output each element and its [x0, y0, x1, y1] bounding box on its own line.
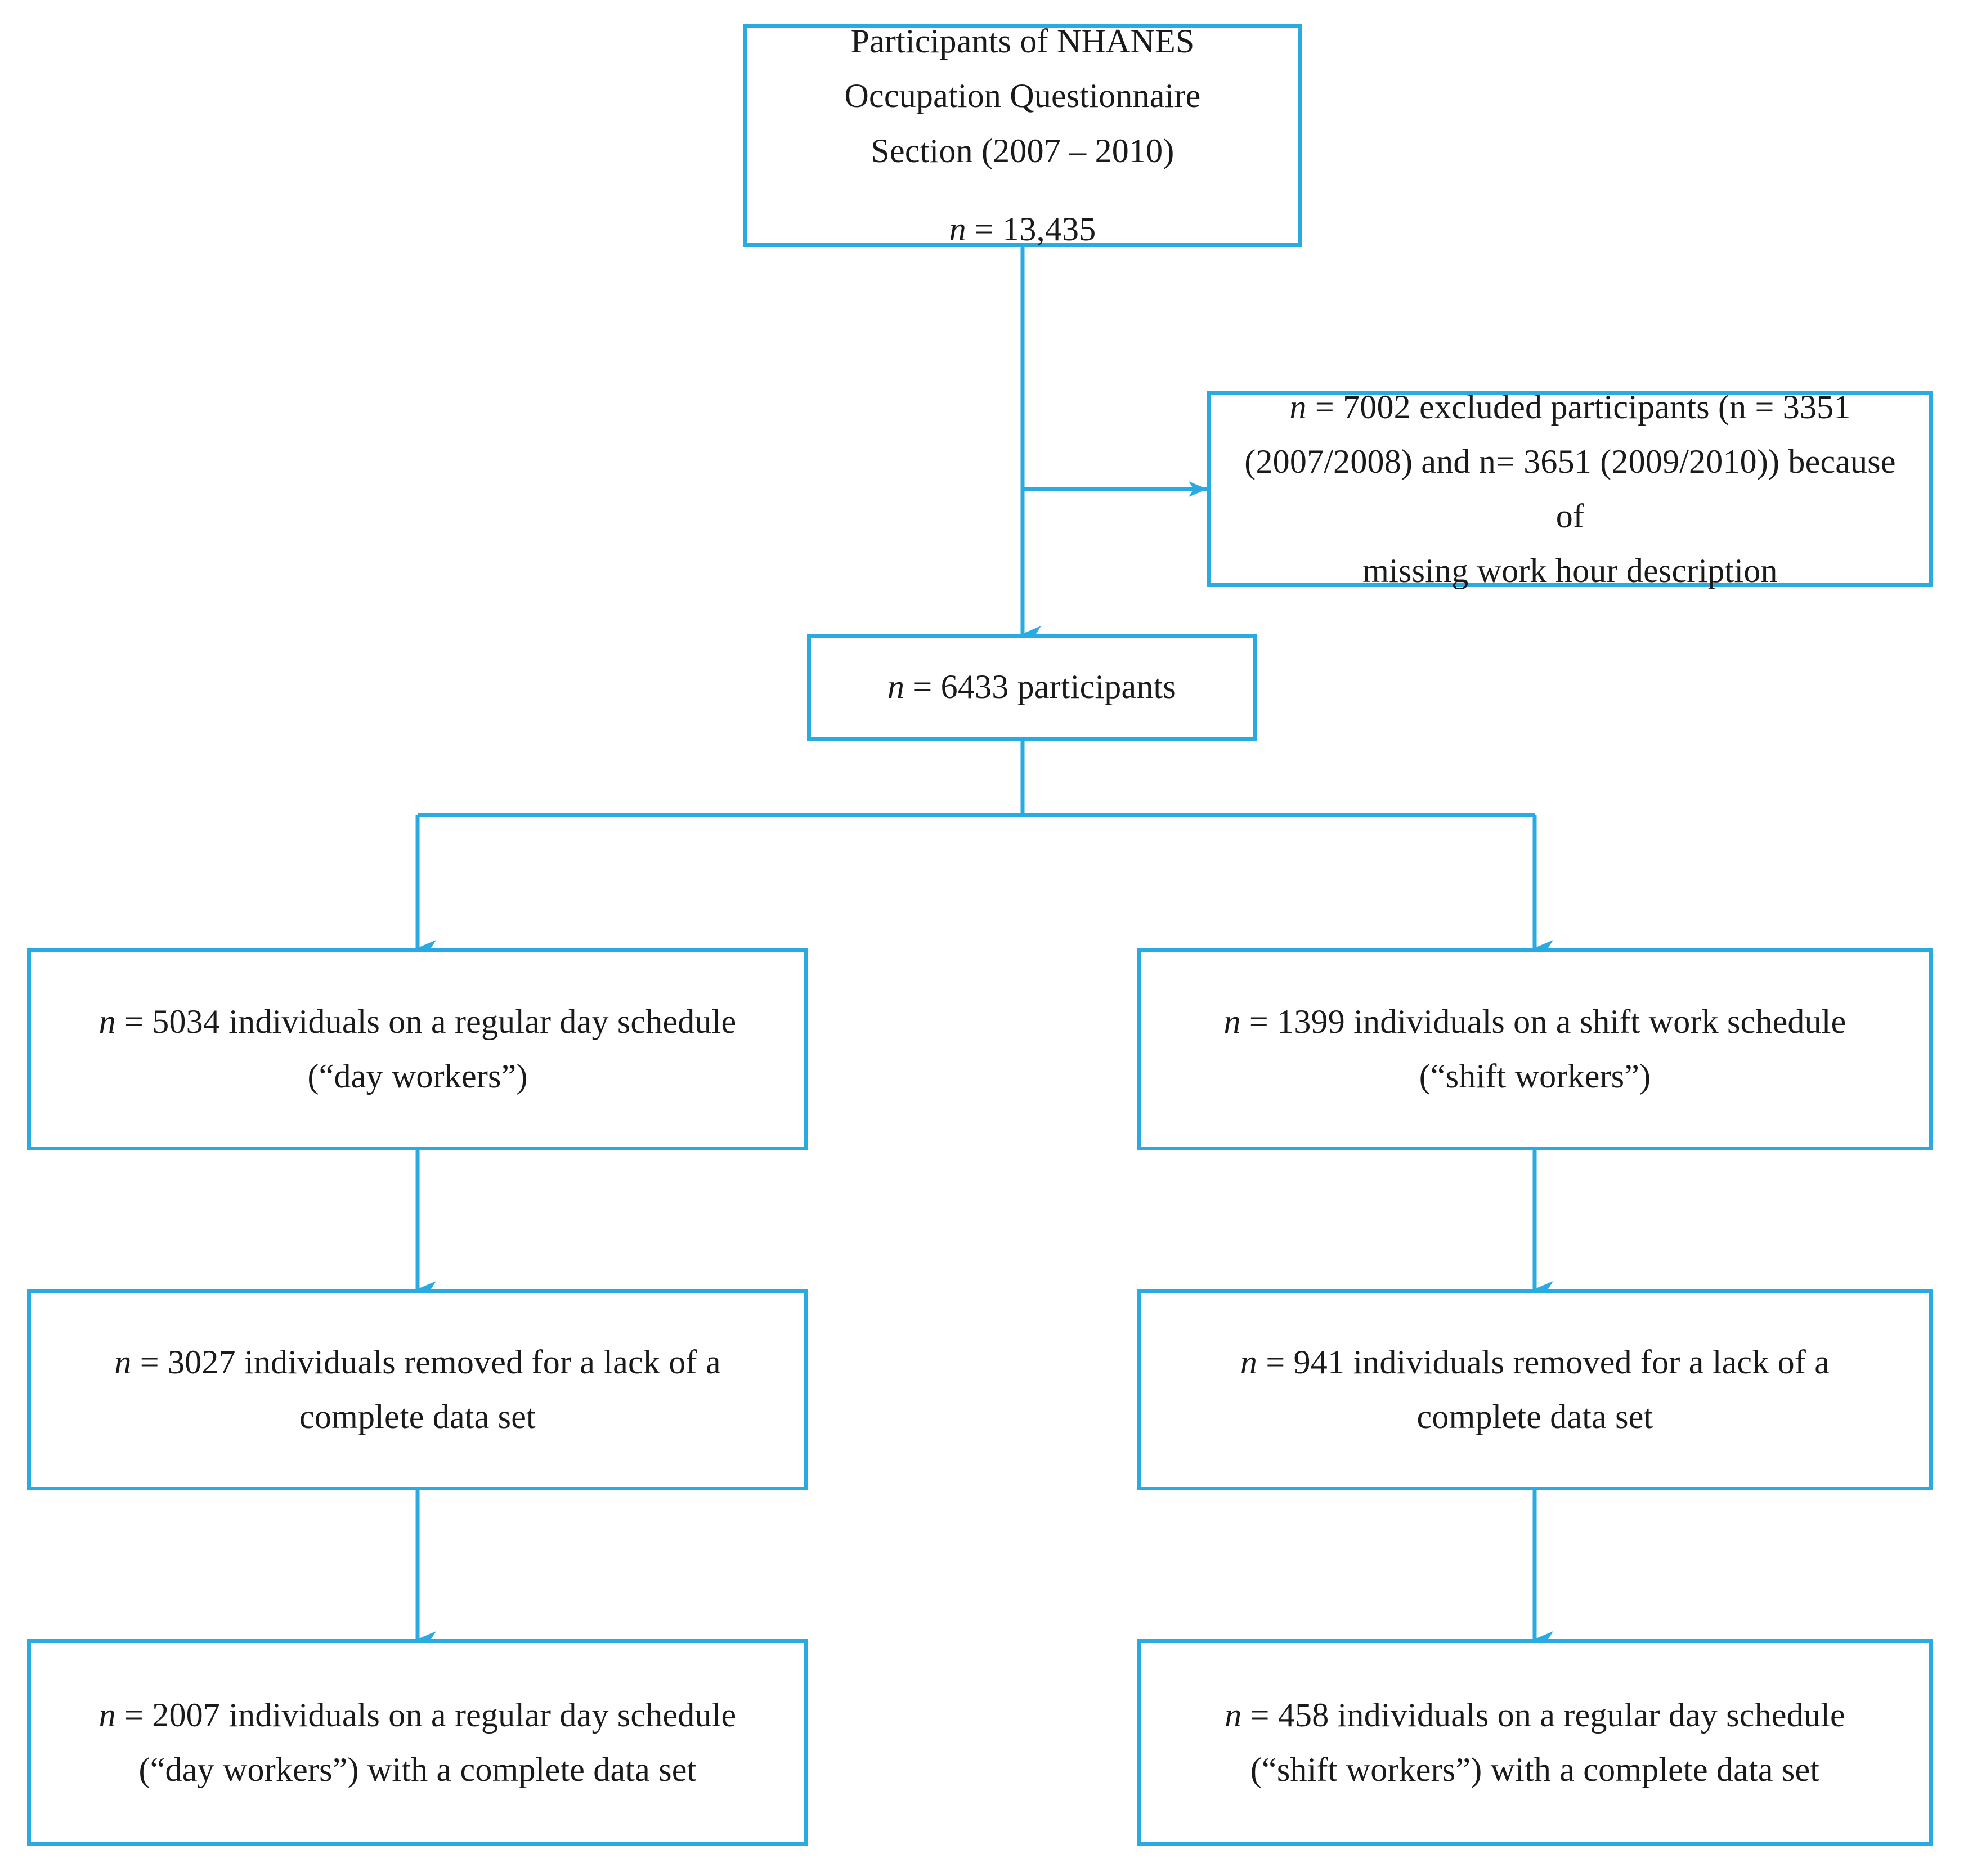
- shift-final-line-2: (“shift workers”) with a complete data s…: [1250, 1751, 1820, 1788]
- node-excluded-participants: n = 7002 excluded participants (n = 3351…: [1207, 388, 1933, 589]
- day-workers-line-1-rest: = 5034 individuals on a regular day sche…: [115, 1002, 737, 1040]
- day-final-line-1: n = 2007 individuals on a regular day sc…: [47, 1688, 788, 1743]
- shift-workers-line-2: (“shift workers”): [1419, 1058, 1651, 1095]
- source-spacer: [769, 178, 1276, 202]
- day-final-count-symbol: n: [98, 1696, 116, 1734]
- day-removed-line-2: complete data set: [299, 1398, 536, 1435]
- day-removed-count-symbol: n: [114, 1343, 132, 1381]
- shift-final-count-symbol: n: [1225, 1696, 1242, 1734]
- shift-workers-line-1-rest: = 1399 individuals on a shift work sched…: [1240, 1002, 1846, 1040]
- node-shift-workers: n = 1399 individuals on a shift work sch…: [1137, 948, 1933, 1150]
- node-eligible-participants: n = 6433 participants: [807, 634, 1257, 741]
- shift-final-line-1-rest: = 458 individuals on a regular day sched…: [1241, 1696, 1845, 1734]
- day-removed-line-1-rest: = 3027 individuals removed for a lack of…: [131, 1343, 721, 1381]
- node-excluded-participants-text: n = 7002 excluded participants (n = 3351…: [1211, 380, 1929, 599]
- excluded-line-1: n = 7002 excluded participants (n = 3351: [1227, 380, 1913, 435]
- source-count: n = 13,435: [769, 202, 1276, 257]
- node-shift-workers-final: n = 458 individuals on a regular day sch…: [1137, 1639, 1933, 1846]
- eligible-line-1: n = 6433 participants: [827, 660, 1237, 714]
- node-participants-source-text: Participants of NHANES Occupation Questi…: [747, 14, 1298, 257]
- node-shift-workers-removed-text: n = 941 individuals removed for a lack o…: [1141, 1335, 1929, 1444]
- source-count-symbol: n: [949, 210, 966, 248]
- node-day-workers-text: n = 5034 individuals on a regular day sc…: [31, 995, 804, 1104]
- node-participants-source: Participants of NHANES Occupation Questi…: [743, 23, 1302, 248]
- node-shift-workers-final-text: n = 458 individuals on a regular day sch…: [1141, 1688, 1929, 1797]
- source-line-3: Section (2007 – 2010): [871, 132, 1174, 169]
- source-line-2: Occupation Questionnaire: [844, 77, 1201, 115]
- shift-removed-line-1: n = 941 individuals removed for a lack o…: [1156, 1335, 1913, 1390]
- shift-removed-line-1-rest: = 941 individuals removed for a lack of …: [1257, 1343, 1830, 1381]
- shift-final-line-1: n = 458 individuals on a regular day sch…: [1156, 1688, 1913, 1743]
- shift-removed-count-symbol: n: [1240, 1343, 1258, 1381]
- node-day-workers-final: n = 2007 individuals on a regular day sc…: [27, 1639, 808, 1846]
- day-workers-line-2: (“day workers”): [307, 1058, 528, 1095]
- source-count-value: 13,435: [1002, 210, 1096, 248]
- node-day-workers: n = 5034 individuals on a regular day sc…: [27, 948, 808, 1150]
- shift-workers-line-1: n = 1399 individuals on a shift work sch…: [1156, 995, 1913, 1049]
- eligible-count-symbol: n: [887, 668, 905, 706]
- node-day-workers-removed: n = 3027 individuals removed for a lack …: [27, 1289, 808, 1490]
- excluded-count-symbol: n: [1289, 388, 1307, 426]
- day-workers-line-1: n = 5034 individuals on a regular day sc…: [47, 995, 788, 1049]
- day-removed-line-1: n = 3027 individuals removed for a lack …: [47, 1335, 788, 1390]
- node-day-workers-final-text: n = 2007 individuals on a regular day sc…: [31, 1688, 804, 1797]
- excluded-line-3: missing work hour description: [1362, 552, 1778, 590]
- excluded-line-1-rest: = 7002 excluded participants (n = 3351: [1306, 388, 1851, 426]
- shift-workers-count-symbol: n: [1223, 1002, 1241, 1040]
- day-workers-count-symbol: n: [98, 1002, 116, 1040]
- day-final-line-1-rest: = 2007 individuals on a regular day sche…: [115, 1696, 737, 1734]
- node-eligible-participants-text: n = 6433 participants: [811, 660, 1253, 714]
- node-day-workers-removed-text: n = 3027 individuals removed for a lack …: [31, 1335, 804, 1444]
- source-line-1: Participants of NHANES: [850, 23, 1195, 60]
- shift-removed-line-2: complete data set: [1416, 1398, 1653, 1435]
- node-shift-workers-removed: n = 941 individuals removed for a lack o…: [1137, 1289, 1933, 1490]
- source-count-equals: =: [966, 210, 1003, 248]
- node-shift-workers-text: n = 1399 individuals on a shift work sch…: [1141, 995, 1929, 1104]
- excluded-line-2: (2007/2008) and n= 3651 (2009/2010)) bec…: [1244, 442, 1896, 535]
- eligible-line-1-rest: = 6433 participants: [904, 668, 1176, 706]
- day-final-line-2: (“day workers”) with a complete data set: [138, 1751, 697, 1788]
